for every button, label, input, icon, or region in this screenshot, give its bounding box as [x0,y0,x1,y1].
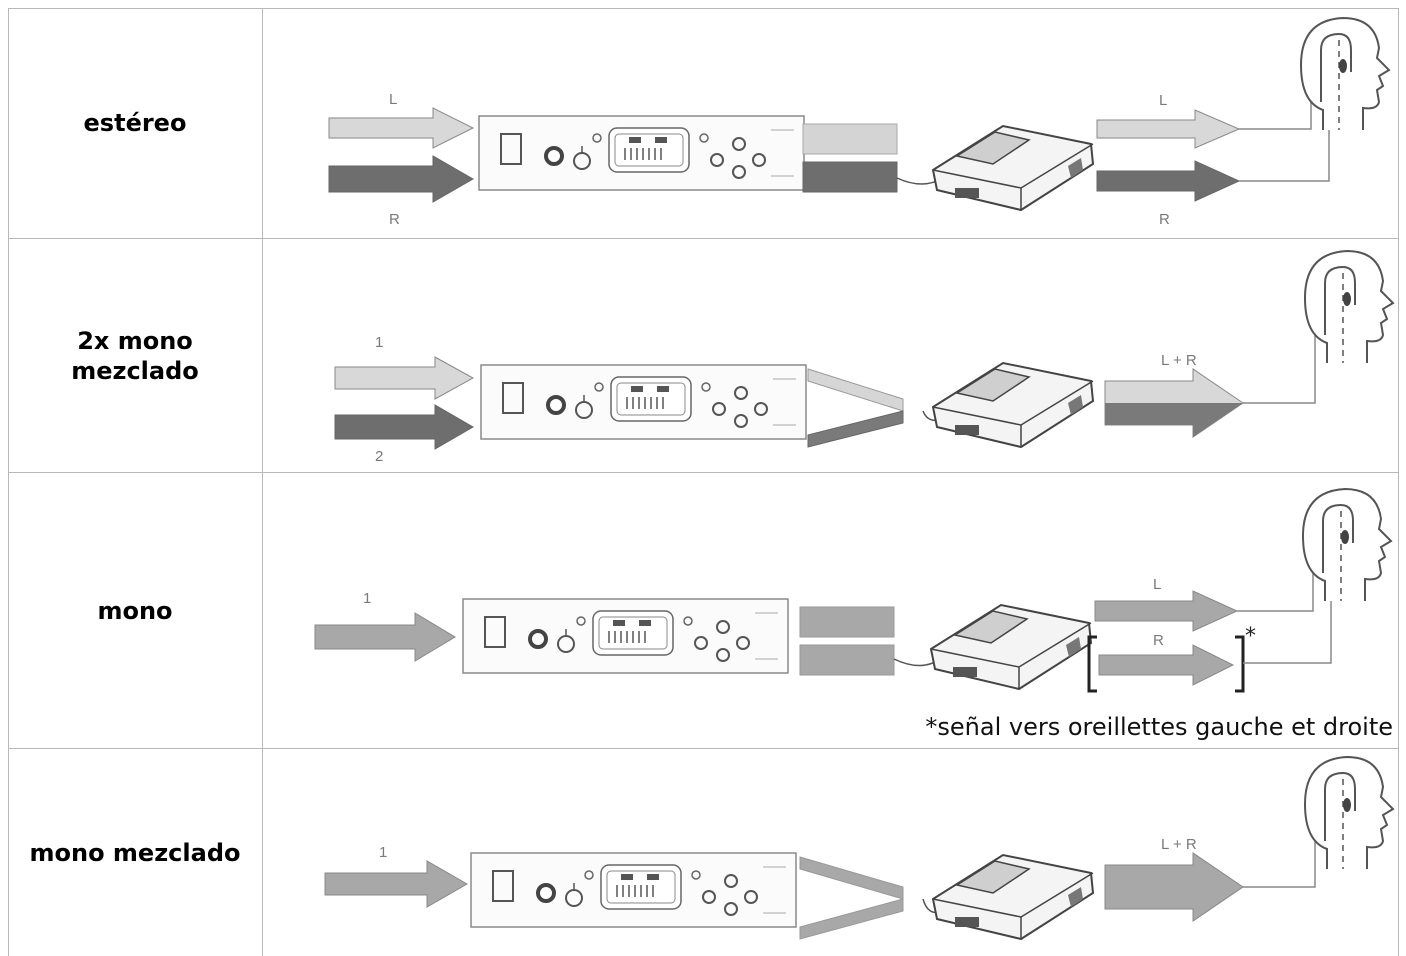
column-divider [262,8,263,956]
transmitter-icon [461,597,790,675]
diagram-2x-mono-mixed: 1 2 L + R [263,239,1398,472]
output-label-left: L [1159,92,1167,109]
input-label-1: 1 [375,334,383,351]
head-earpiece-icon [1304,756,1394,870]
row-label-text: mono mezclado [29,838,241,867]
transmitter-icon [479,363,808,441]
receiver-icon [932,125,1094,211]
row-label-stereo: estéreo [8,8,262,238]
row-label-mono-mixed: mono mezclado [8,749,262,956]
table-border-left [8,8,9,956]
output-label-right: R [1153,632,1164,649]
signal-modes-table: estéreo 2x mono mezclado mono mono mezcl… [8,8,1399,956]
row-label-text: mezclado [71,356,199,385]
output-label-mixed: L + R [1161,836,1197,853]
diagram-stereo: L R L R [263,8,1398,238]
output-label-left: L [1153,576,1161,593]
row-divider [8,238,1399,239]
diagram-mono-mixed: 1 L + R [263,749,1398,956]
transmitter-icon [477,114,806,192]
input-label-1: 1 [363,590,371,607]
table-border-right [1398,8,1399,956]
receiver-icon [932,854,1094,940]
transmitter-icon [469,851,798,929]
head-earpiece-icon [1302,488,1392,602]
row-label-mono: mono [8,473,262,748]
footnote: *señal vers oreillettes gauche et droite [925,713,1393,741]
output-label-mixed: L + R [1161,352,1197,369]
row-label-2x-mono-mixed: 2x mono mezclado [8,239,262,472]
diagram-mono: 1 L * R *señal vers oreillettes gauche e… [263,473,1398,748]
asterisk-marker: * [1245,624,1256,649]
input-label-1: 1 [379,844,387,861]
table-border-top [8,8,1399,9]
row-divider [8,472,1399,473]
head-earpiece-icon [1300,17,1390,131]
row-divider [8,748,1399,749]
row-label-text: 2x mono [77,326,193,355]
output-label-right: R [1159,211,1170,228]
head-earpiece-icon [1304,250,1394,364]
input-label-right: R [389,211,400,228]
input-label-left: L [389,91,397,108]
row-label-text: mono [97,596,173,625]
receiver-icon [932,362,1094,448]
row-label-text: estéreo [83,109,187,137]
receiver-icon [930,604,1092,690]
input-label-2: 2 [375,448,383,465]
